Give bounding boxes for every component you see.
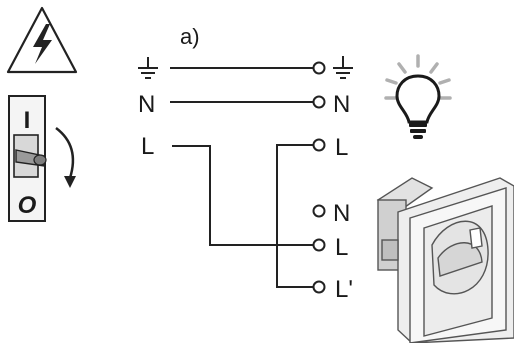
terminal-circle-n-bottom: [312, 204, 326, 218]
switch-on-label: I: [24, 107, 31, 134]
circuit-breaker-icon: I O: [8, 95, 76, 222]
light-bulb-icon: [384, 54, 452, 139]
right-terminal-n-bottom: N: [333, 200, 350, 227]
high-voltage-warning-icon: [6, 6, 78, 74]
terminal-circle-l-switched: [312, 280, 326, 294]
terminal-circle-n-top: [312, 95, 326, 109]
switch-off-label: O: [18, 192, 37, 219]
earth-symbol-right: [333, 56, 353, 79]
switched-line-wire: [276, 144, 313, 288]
terminal-circle-l-bottom: [312, 238, 326, 252]
wires: [170, 67, 313, 288]
right-terminal-n-top: N: [333, 91, 350, 118]
right-terminal-l-switched: Lʹ: [335, 276, 353, 303]
motion-sensor-device-icon: [376, 177, 514, 343]
earth-symbol-left: [138, 57, 158, 79]
figure-label: a): [180, 24, 200, 49]
left-terminal-l: L: [141, 133, 154, 160]
terminal-circle-earth: [312, 61, 326, 75]
terminal-circles: [312, 61, 326, 294]
right-terminal-l-top: L: [335, 134, 348, 161]
right-terminal-l-bottom: L: [335, 234, 348, 261]
left-terminal-n: N: [138, 91, 155, 118]
line-wire: [172, 145, 313, 246]
terminal-circle-l-top: [312, 138, 326, 152]
